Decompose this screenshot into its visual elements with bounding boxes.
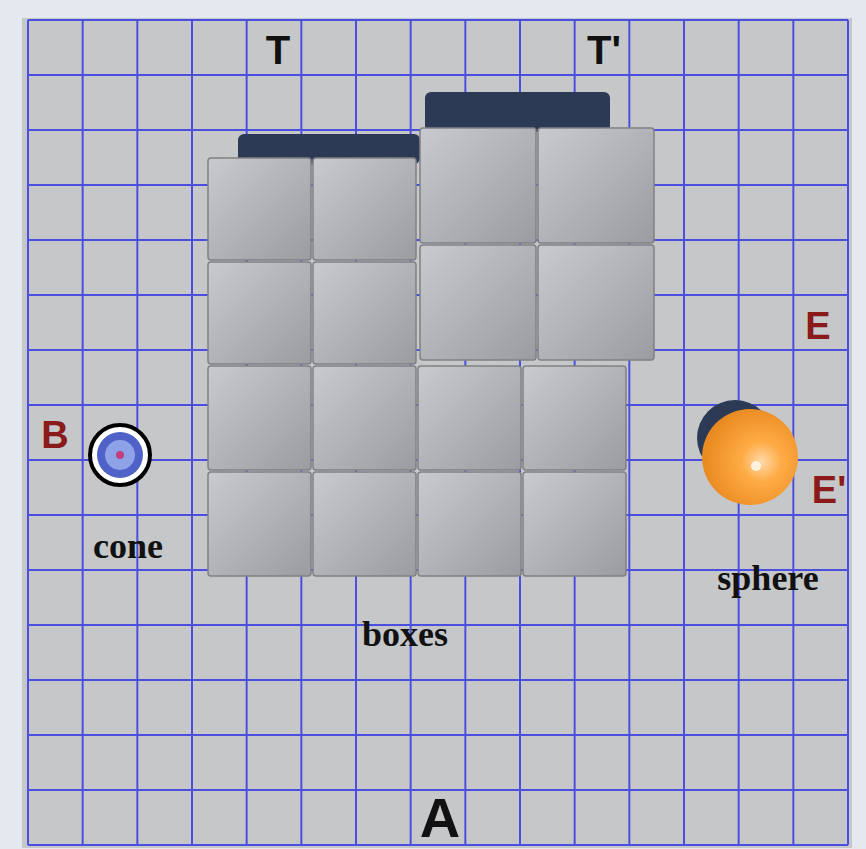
box xyxy=(313,472,416,576)
cone-base xyxy=(97,432,143,478)
grid-line xyxy=(82,20,84,845)
box xyxy=(420,245,536,360)
box xyxy=(420,128,536,243)
box xyxy=(313,262,416,364)
box xyxy=(208,158,311,260)
grid-line xyxy=(792,20,794,845)
box xyxy=(313,366,416,470)
box xyxy=(208,262,311,364)
sphere xyxy=(702,409,798,505)
box-stack xyxy=(208,128,654,576)
box xyxy=(523,472,626,576)
cone-ring xyxy=(90,425,150,485)
grid-line xyxy=(28,74,848,76)
corner-label: E xyxy=(805,307,830,345)
grid-line xyxy=(191,20,193,845)
box xyxy=(208,472,311,576)
grid-line xyxy=(28,679,848,681)
corner-label: E' xyxy=(812,471,846,509)
box xyxy=(538,245,654,360)
box-shadow xyxy=(425,92,610,132)
object-label: sphere xyxy=(717,560,818,596)
grid-line xyxy=(27,20,29,845)
box xyxy=(418,366,521,470)
box xyxy=(523,366,626,470)
corner-label: T' xyxy=(587,30,621,70)
corner-label: A xyxy=(420,790,460,846)
corner-label: B xyxy=(41,416,68,454)
grid-line xyxy=(28,734,848,736)
corner-label: T xyxy=(266,30,290,70)
floor xyxy=(22,18,852,848)
sphere-highlight xyxy=(751,461,761,471)
box xyxy=(418,472,521,576)
grid xyxy=(28,20,848,845)
grid-line xyxy=(683,20,685,845)
object-label: boxes xyxy=(362,616,448,652)
grid-line xyxy=(28,19,848,21)
box xyxy=(208,366,311,470)
cone-body xyxy=(105,440,135,470)
object-label: cone xyxy=(93,528,163,564)
box xyxy=(313,158,416,260)
grid-line xyxy=(847,20,849,845)
cone-tip xyxy=(116,451,124,459)
box xyxy=(538,128,654,243)
